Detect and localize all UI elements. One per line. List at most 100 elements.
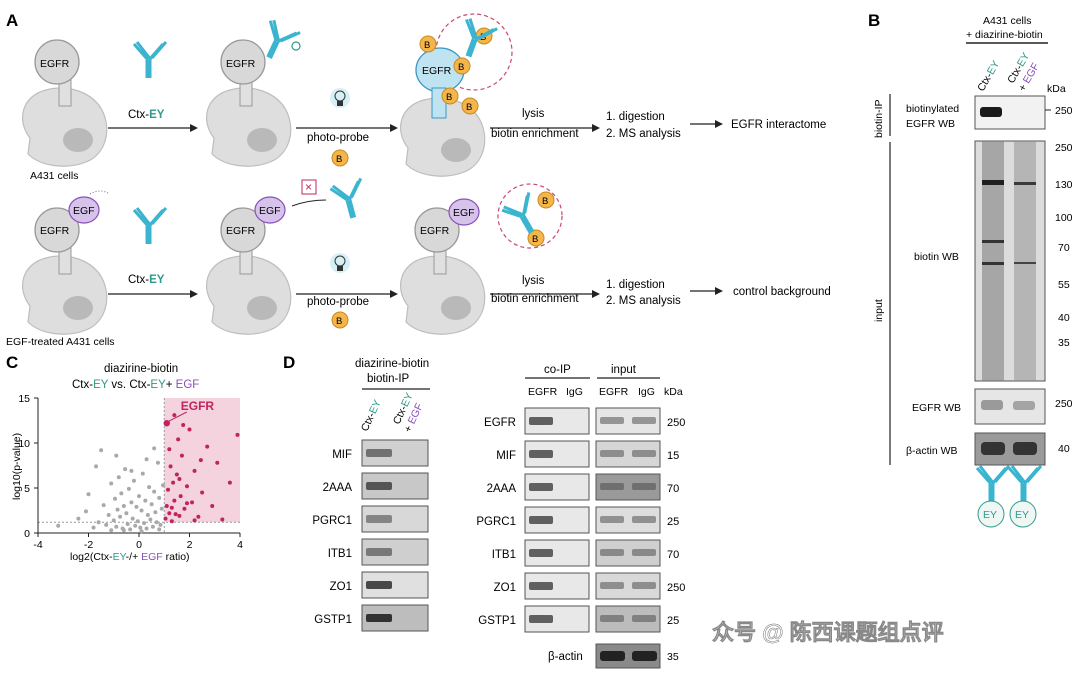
cell-2: EGFR <box>205 39 292 167</box>
ctx-label-1: Ctx-EY <box>128 109 165 121</box>
volcano-point-enriched <box>235 432 240 437</box>
control-background-label: control background <box>733 286 831 298</box>
volcano-point <box>56 523 61 528</box>
volcano-point <box>94 464 99 469</box>
volcano-point <box>129 468 134 473</box>
svg-text:EGF: EGF <box>259 205 281 217</box>
volcano-point-enriched <box>205 444 210 449</box>
panel-d-right-mw: 250 <box>667 417 685 429</box>
ms-analysis-label-2: 2. MS analysis <box>606 295 681 307</box>
volcano-point <box>91 525 96 530</box>
volcano-point-enriched <box>190 500 195 505</box>
volcano-point-enriched <box>171 480 176 485</box>
volcano-point-enriched <box>167 511 172 516</box>
svg-text:EGFR: EGFR <box>226 225 256 237</box>
volcano-point-enriched <box>163 516 168 521</box>
ctx-label-2: Ctx-EY <box>128 274 165 286</box>
volcano-point-enriched <box>192 468 197 473</box>
volcano-point-enriched <box>196 514 201 519</box>
panel-d-actin-label: β-actin <box>548 651 583 663</box>
panel-d-right-row-label: ZO1 <box>494 582 516 594</box>
panel-b-row1-a: biotinylated <box>906 103 959 115</box>
volcano-point <box>121 528 126 533</box>
volcano-point <box>149 502 154 507</box>
cell-4: EGFR EGF <box>21 190 111 335</box>
svg-text:40: 40 <box>1058 443 1070 455</box>
volcano-point-enriched <box>187 427 192 432</box>
panel-d-right-row-label: ITB1 <box>492 549 516 561</box>
volcano-point <box>145 513 150 517</box>
volcano-point <box>83 509 88 514</box>
panel-d-actin-mw: 35 <box>667 651 679 663</box>
svg-text:B: B <box>336 154 342 165</box>
svg-text:EGFR: EGFR <box>420 225 450 237</box>
volcano-point <box>86 492 91 497</box>
volcano-point <box>114 524 119 529</box>
svg-text:B: B <box>532 234 538 245</box>
volcano-point <box>152 446 157 451</box>
volcano-point <box>109 528 114 533</box>
panel-d-right-row-label: MIF <box>496 450 516 462</box>
volcano-point-egfr <box>163 420 170 427</box>
cell-3: EGFR B B B B B <box>399 13 513 177</box>
volcano-point-enriched <box>166 487 171 492</box>
biotin-icon <box>331 311 349 329</box>
volcano-point <box>118 514 123 519</box>
panel-d-right-mw: 25 <box>667 615 679 627</box>
volcano-point-enriched <box>215 460 220 465</box>
digestion-label-2: 1. digestion <box>606 279 665 291</box>
cells-top-label: A431 cells <box>30 170 78 182</box>
volcano-point <box>134 504 139 509</box>
panel-d-col-egfr-1: EGFR <box>528 386 558 398</box>
panel-d-right-row-label: GSTP1 <box>478 615 516 627</box>
svg-text:250: 250 <box>1055 142 1073 154</box>
panel-b-lane-1: Ctx-EY <box>975 59 1002 94</box>
volcano-point <box>113 496 118 501</box>
lysis-label-2: lysis <box>522 275 545 287</box>
panel-d-sub-2: biotin-IP <box>367 373 410 385</box>
volcano-point-enriched <box>164 504 169 508</box>
panel-d-col-igg-1: IgG <box>566 386 583 398</box>
svg-text:250: 250 <box>1055 398 1073 410</box>
ms-analysis-label-1: 2. MS analysis <box>606 128 681 140</box>
volcano-point <box>115 507 120 512</box>
volcano-point <box>104 522 109 527</box>
svg-text:EGFR: EGFR <box>422 65 452 77</box>
svg-text:100: 100 <box>1055 212 1073 224</box>
panel-d-col-igg-2: IgG <box>638 386 655 398</box>
volcano-x-axis-label: log2(Ctx-EY-/+ EGF ratio) <box>70 551 190 563</box>
antibody-icon <box>132 40 168 80</box>
svg-text:40: 40 <box>1058 312 1070 324</box>
blocked-arrow <box>291 199 327 207</box>
volcano-point <box>106 513 111 517</box>
volcano-point <box>99 448 104 453</box>
volcano-point <box>147 485 152 490</box>
volcano-point-enriched <box>169 519 174 524</box>
volcano-point-enriched <box>184 501 189 506</box>
volcano-point <box>144 526 149 531</box>
panel-b-biotin-ip: biotin-IP <box>873 99 885 138</box>
volcano-point-enriched <box>182 506 187 511</box>
watermark: 众号 @ 陈西课题组点评 <box>712 620 944 645</box>
volcano-y-tick: 0 <box>24 528 30 540</box>
volcano-point-enriched <box>184 484 189 489</box>
lightbulb-icon <box>330 253 350 273</box>
volcano-point-enriched <box>177 513 182 518</box>
svg-text:B: B <box>542 196 548 207</box>
panel-d-input: input <box>611 364 637 376</box>
panel-d-kda: kDa <box>664 386 683 398</box>
volcano-point <box>138 525 143 530</box>
svg-text:B: B <box>466 102 472 113</box>
volcano-point <box>160 483 165 488</box>
svg-text:EGF: EGF <box>453 207 475 219</box>
svg-text:B: B <box>446 92 452 103</box>
volcano-point <box>158 522 163 527</box>
cell-6: EGFR EGF B B <box>399 183 563 335</box>
panel-d-label: D <box>283 353 295 372</box>
volcano-point-enriched <box>168 464 173 469</box>
volcano-point-enriched <box>172 413 177 418</box>
panel-a-label: A <box>6 11 18 30</box>
panel-d-sub-1: diazirine-biotin <box>355 358 429 370</box>
